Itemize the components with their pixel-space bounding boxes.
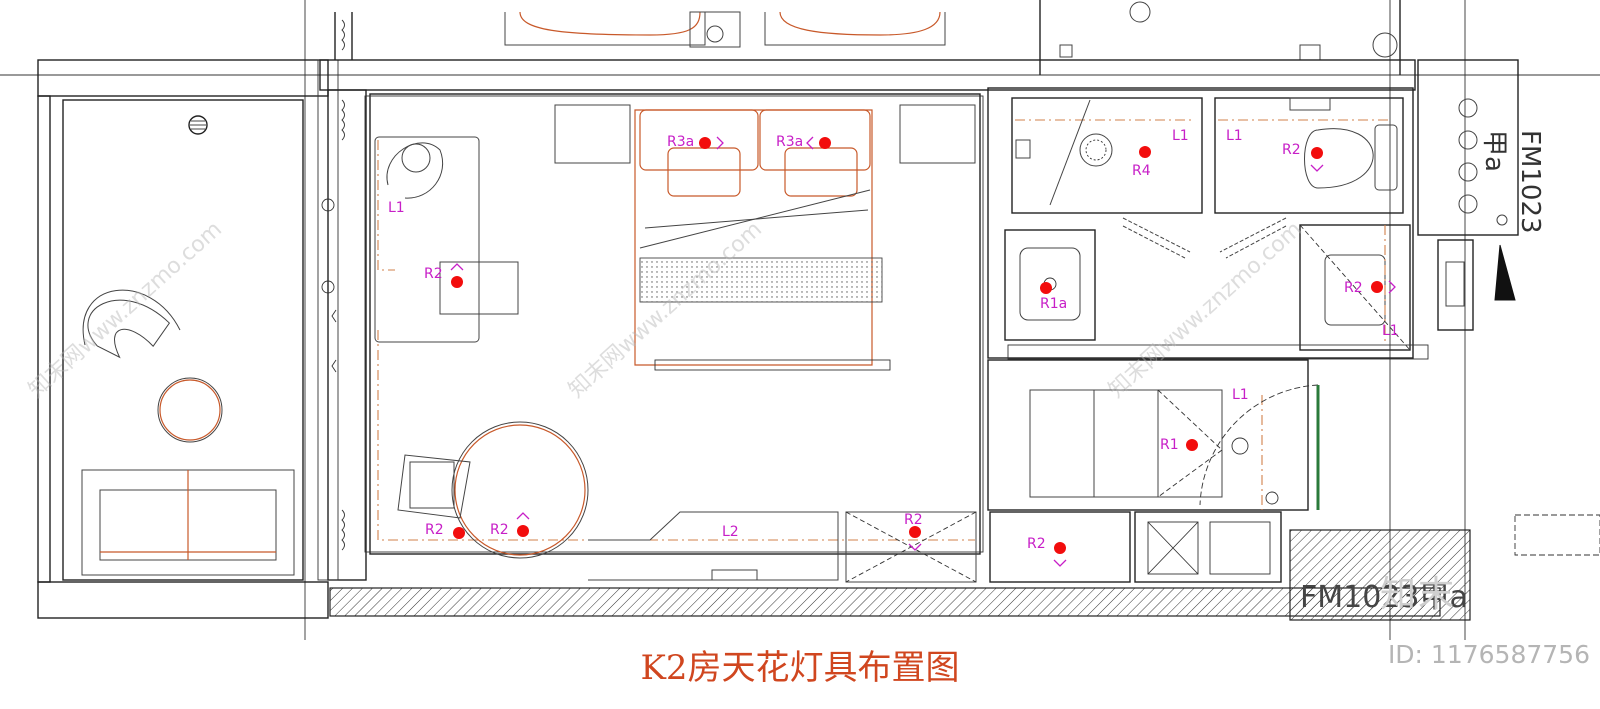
fixture-label-l1_study: L1 [388,200,405,216]
fixture-label-l1_wardrobe: L1 [1232,387,1249,403]
fixture-label-r2_table: R2 [490,522,509,538]
corridor-shaft [1417,59,1600,556]
fixture-label-r2_desk: R2 [424,266,443,282]
fixture-label-r1a_basin: R1a [1040,296,1067,312]
fixture-aim-arrow-r2_vanity [1388,280,1396,294]
balcony [37,59,329,619]
window-column [317,12,367,581]
study-area [374,136,975,541]
id-watermark: ID: 1176587756 [1387,640,1590,669]
fixture-aim-arrow-r3a_right [806,136,814,150]
fixture-label-r2_window: R2 [425,522,444,538]
fixture-dot-r4_shower [1139,146,1151,158]
fixture-dot-r2_wc [1311,147,1323,159]
fixture-label-r3a_right: R3a [776,134,803,150]
logo-watermark: 知末 [1380,574,1457,615]
fixture-dot-r2_luggage [909,526,921,538]
fixture-aim-arrow-r2_entry [1053,559,1067,567]
fixture-dot-r2_desk [451,276,463,288]
fixture-dot-r1_wardrobe [1186,439,1198,451]
door-code-vertical: FM1023甲a [1479,130,1545,234]
bathroom [987,87,1429,360]
fixture-label-l1_wc: L1 [1226,128,1243,144]
door-code-bottom: FM1023甲a [1300,580,1468,615]
fixture-dot-r1a_basin [1040,282,1052,294]
wardrobe-entry [987,359,1320,583]
fixture-dot-r2_window [453,527,465,539]
fixture-label-r2_entry: R2 [1027,536,1046,552]
fixture-label-l1_vanity: L1 [1382,323,1399,339]
drawing-title: K2房天花灯具布置图 [640,648,960,688]
bed [554,104,976,371]
fixture-dot-r3a_left [699,137,711,149]
fixture-label-r2_luggage: R2 [904,512,923,528]
fixture-label-r2_wc: R2 [1282,142,1301,158]
fixture-label-r3a_left: R3a [667,134,694,150]
fixture-aim-arrow-r2_luggage [908,543,922,551]
fixture-dot-r2_vanity [1371,281,1383,293]
fixture-label-l1_shower: L1 [1172,128,1189,144]
neighbour-room-top [504,0,1401,75]
fixture-label-l2_bench: L2 [722,524,739,540]
fixture-aim-arrow-r2_wc [1310,164,1324,172]
fixture-dot-r3a_right [819,137,831,149]
fixture-dot-r2_table [517,525,529,537]
fixture-aim-arrow-r2_desk [450,263,464,271]
luggage-rack [845,511,977,583]
fixture-aim-arrow-r3a_left [716,136,724,150]
fixture-label-r1_wardrobe: R1 [1160,437,1179,453]
fixture-dot-r2_entry [1054,542,1066,554]
fixture-label-r2_vanity: R2 [1344,280,1363,296]
lounge-area [397,421,839,581]
fixture-aim-arrow-r2_table [516,512,530,520]
guest-room-walls [319,59,1471,621]
fixture-label-r4_shower: R4 [1132,163,1151,179]
